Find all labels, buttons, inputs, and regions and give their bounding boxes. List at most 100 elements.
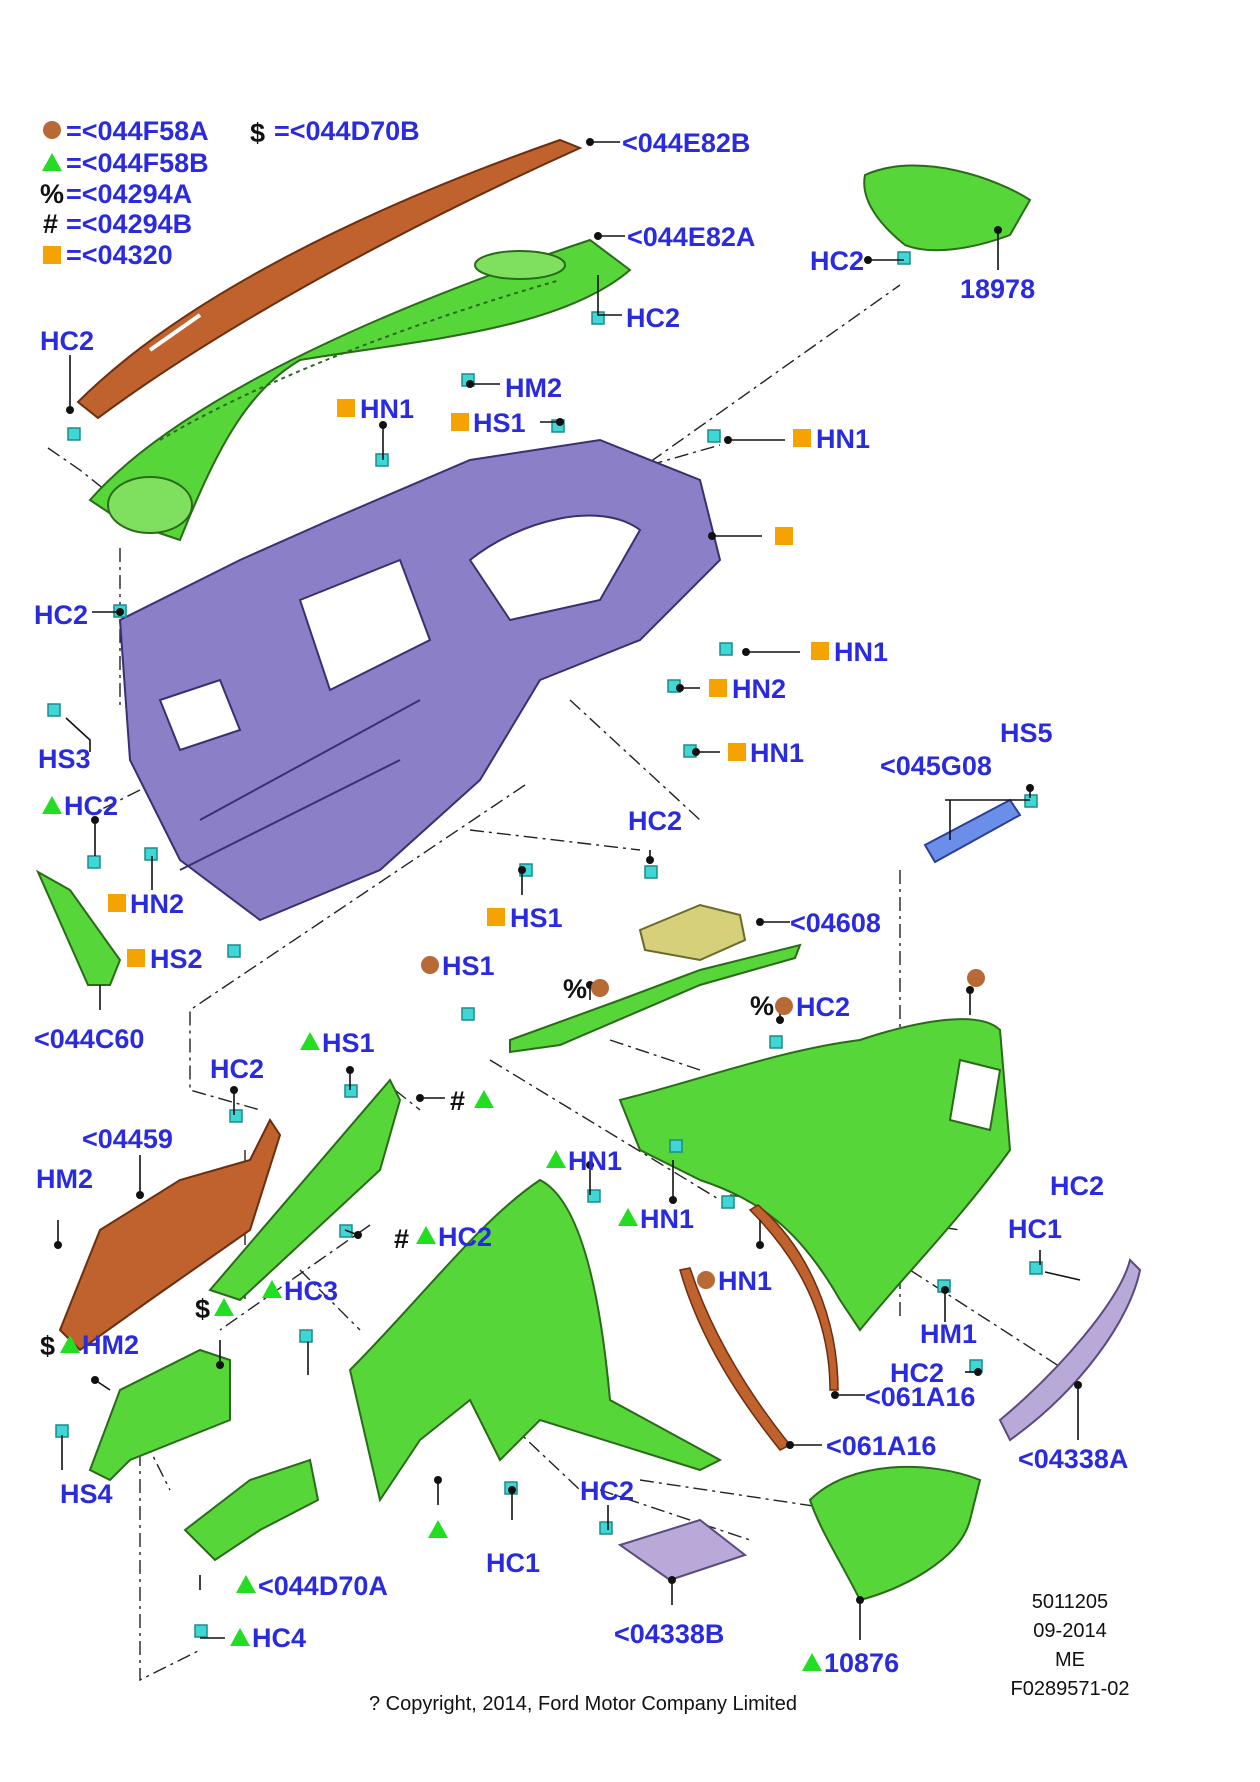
lower-left-bracket-part bbox=[88, 1348, 231, 1482]
callout-hn1: HN1 bbox=[360, 394, 414, 424]
callout-hs2: HS2 bbox=[150, 944, 203, 974]
leader-lines bbox=[54, 138, 1082, 1640]
callout-hc2: HC2 bbox=[628, 806, 682, 836]
legend-044F58B: =<044F58B bbox=[66, 148, 209, 178]
green-triangle-icon bbox=[230, 1628, 250, 1646]
column-shroud-10876-part bbox=[808, 1465, 982, 1602]
green-triangle-icon bbox=[42, 796, 62, 814]
percent-marker-symbol: % bbox=[750, 991, 774, 1021]
callout-hc1: HC1 bbox=[486, 1548, 540, 1578]
callout-hc2: HC2 bbox=[580, 1476, 634, 1506]
clip-icon bbox=[87, 855, 101, 869]
orange-square-icon bbox=[728, 743, 746, 761]
clip-icon bbox=[144, 847, 158, 861]
callout-hc2: HC2 bbox=[810, 246, 864, 276]
orange-square-icon bbox=[775, 527, 793, 545]
dollar-marker-symbol: $ bbox=[40, 1331, 55, 1361]
clip-icon bbox=[375, 453, 389, 467]
callout-04459: <04459 bbox=[82, 1124, 173, 1154]
brown-circle-icon bbox=[43, 121, 61, 139]
orange-square-icon bbox=[451, 413, 469, 431]
orange-square-icon bbox=[108, 894, 126, 912]
cross-car-beam-part bbox=[118, 438, 722, 922]
callout-04338A: <04338A bbox=[1018, 1444, 1128, 1474]
clip-icon bbox=[461, 1007, 475, 1021]
clip-icon bbox=[707, 429, 721, 443]
dollar-marker-symbol: $ bbox=[195, 1294, 210, 1324]
callout-061A16: <061A16 bbox=[865, 1382, 975, 1412]
clip-icon bbox=[344, 1084, 358, 1098]
orange-square-icon bbox=[127, 949, 145, 967]
callout-hn1: HN1 bbox=[834, 637, 888, 667]
brown-circle-icon bbox=[591, 979, 609, 997]
brown-circle-icon bbox=[421, 956, 439, 974]
callout-hn1: HN1 bbox=[718, 1266, 772, 1296]
clip-icon bbox=[721, 1195, 735, 1209]
trim-04338A-part bbox=[998, 1258, 1142, 1442]
legend-04320: =<04320 bbox=[66, 240, 173, 270]
orange-square-icon bbox=[337, 399, 355, 417]
callout-hs1: HS1 bbox=[442, 951, 495, 981]
callout-hc2: HC2 bbox=[626, 303, 680, 333]
callout-hs5: HS5 bbox=[1000, 718, 1053, 748]
legend-04294B: =<04294B bbox=[66, 209, 192, 239]
copyright-notice: ? Copyright, 2014, Ford Motor Company Li… bbox=[369, 1693, 797, 1715]
callout-hc2: HC2 bbox=[64, 791, 118, 821]
callout-045G08: <045G08 bbox=[880, 751, 992, 781]
callout-hc2: HC2 bbox=[438, 1222, 492, 1252]
hash-symbol: # bbox=[43, 209, 58, 239]
clip-icon bbox=[644, 865, 658, 879]
clip-icon bbox=[599, 1521, 613, 1535]
callout-hc2: HC2 bbox=[40, 326, 94, 356]
callout-hs1: HS1 bbox=[510, 903, 563, 933]
callout-hn1: HN1 bbox=[640, 1204, 694, 1234]
green-triangle-icon bbox=[618, 1208, 638, 1226]
green-triangle-icon bbox=[474, 1090, 494, 1108]
clip-icon bbox=[1029, 1261, 1043, 1275]
end-cap-left-part bbox=[35, 869, 122, 986]
region-code: ME bbox=[1055, 1649, 1085, 1671]
callout-hs1: HS1 bbox=[322, 1028, 375, 1058]
clip-icon bbox=[47, 703, 61, 717]
clip-icon bbox=[1024, 794, 1038, 808]
callout-061A16: <061A16 bbox=[826, 1431, 936, 1461]
clip-icon bbox=[719, 642, 733, 656]
bracket-045G08-part bbox=[923, 798, 1022, 864]
upper-trim-part bbox=[76, 138, 583, 420]
end-cap-right-part bbox=[863, 164, 1032, 252]
callout-hs3: HS3 bbox=[38, 744, 91, 774]
vertical-support-part bbox=[208, 1078, 402, 1302]
callout-hn2: HN2 bbox=[732, 674, 786, 704]
callout-hm2: HM2 bbox=[36, 1164, 93, 1194]
revision-date: 09-2014 bbox=[1033, 1620, 1106, 1642]
green-triangle-icon bbox=[802, 1653, 822, 1671]
callout-hm2: HM2 bbox=[82, 1330, 139, 1360]
callout-044E82B: <044E82B bbox=[622, 128, 750, 158]
callout-hc2: HC2 bbox=[210, 1054, 264, 1084]
reference-number: 5011205 bbox=[1032, 1591, 1108, 1613]
green-triangle-icon bbox=[300, 1032, 320, 1050]
callout-044C60: <044C60 bbox=[34, 1024, 144, 1054]
duct-part bbox=[509, 943, 802, 1054]
percent-marker-symbol: % bbox=[563, 974, 587, 1004]
callout-04608: <04608 bbox=[790, 908, 881, 938]
side-panel-04459-part bbox=[58, 1118, 282, 1352]
clip-icon bbox=[769, 1035, 783, 1049]
callout-hn1: HN1 bbox=[568, 1146, 622, 1176]
callout-hc2: HC2 bbox=[34, 600, 88, 630]
callout-hc2: HC2 bbox=[796, 992, 850, 1022]
callout-10876: 10876 bbox=[824, 1648, 899, 1678]
percent-symbol: % bbox=[40, 179, 64, 209]
orange-square-icon bbox=[709, 679, 727, 697]
callout-04338B: <04338B bbox=[614, 1619, 724, 1649]
callout-hc2: HC2 bbox=[890, 1358, 944, 1388]
dollar-symbol: $ bbox=[250, 118, 265, 148]
callout-hc3: HC3 bbox=[284, 1276, 338, 1306]
green-triangle-icon bbox=[236, 1575, 256, 1593]
figure-meta: 5011205 09-2014 ME F0289571-02 ? Copyrig… bbox=[369, 1591, 1129, 1715]
green-triangle-icon bbox=[214, 1298, 234, 1316]
callout-hm1: HM1 bbox=[920, 1319, 977, 1349]
figure-number: F0289571-02 bbox=[1011, 1678, 1130, 1700]
clip-icon bbox=[587, 1189, 601, 1203]
